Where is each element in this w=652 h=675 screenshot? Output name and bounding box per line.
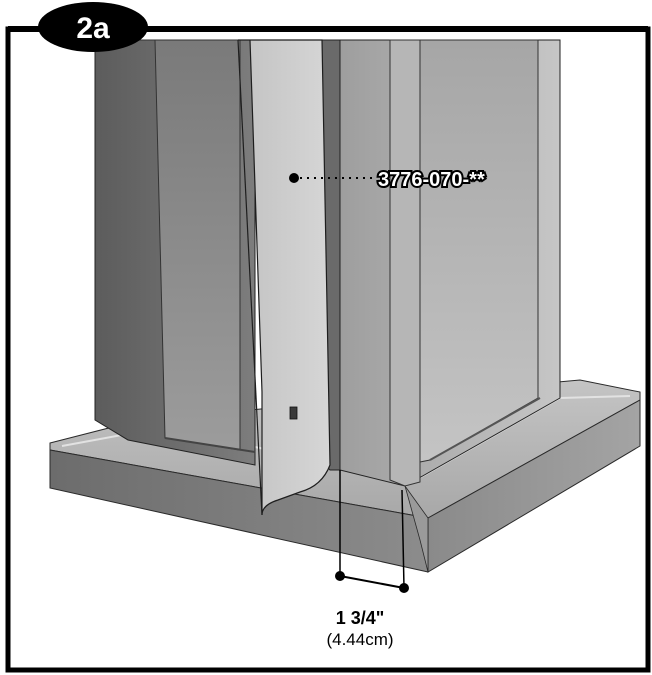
callout-dot bbox=[289, 173, 299, 183]
column-right-face bbox=[319, 39, 561, 487]
part-number-label: 3776-070-** bbox=[378, 169, 485, 191]
column-right-panel bbox=[419, 39, 539, 463]
panel-frame-edge-right bbox=[429, 397, 541, 461]
plate-edge bbox=[237, 39, 263, 516]
mounting-plate bbox=[237, 39, 331, 516]
panel-frame-edge bbox=[164, 437, 256, 453]
dimension-dot-right bbox=[399, 583, 409, 593]
plate-slot bbox=[289, 406, 298, 420]
column-left-face bbox=[94, 39, 256, 466]
dimension-imperial: 1 3/4" bbox=[336, 608, 385, 628]
base-corner-bevel bbox=[404, 485, 429, 573]
step-label: 2a bbox=[76, 12, 110, 45]
dimension-line bbox=[339, 575, 405, 589]
column-corner-post bbox=[389, 39, 421, 487]
dimension-callout: 1 3/4" (4.44cm) bbox=[326, 470, 409, 649]
step-badge: 2a bbox=[38, 2, 148, 52]
diagram-frame-top bbox=[8, 26, 648, 32]
dimension-dot-left bbox=[335, 571, 345, 581]
dimension-metric: (4.44cm) bbox=[326, 630, 393, 649]
part-callout: 3776-070-** bbox=[289, 167, 487, 193]
dimension-extension-right bbox=[401, 489, 405, 589]
step-badge-bg bbox=[38, 2, 148, 52]
